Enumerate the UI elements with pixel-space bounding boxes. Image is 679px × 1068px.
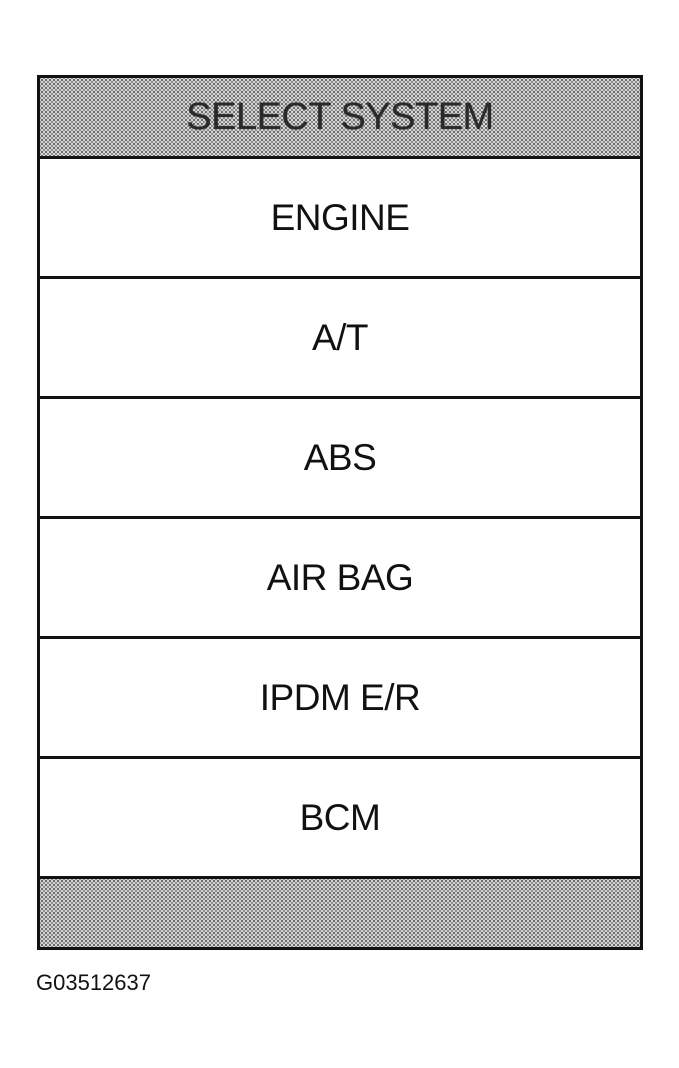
system-item-label: AIR BAG <box>266 556 414 598</box>
system-item-at[interactable]: A/T <box>40 279 640 399</box>
panel-footer <box>40 879 640 947</box>
system-item-abs[interactable]: ABS <box>40 399 640 519</box>
system-item-label: IPDM E/R <box>259 676 421 718</box>
system-item-engine[interactable]: ENGINE <box>40 159 640 279</box>
system-item-air-bag[interactable]: AIR BAG <box>40 519 640 639</box>
system-item-ipdm-er[interactable]: IPDM E/R <box>40 639 640 759</box>
system-list: ENGINE A/T ABS AIR BAG IPDM E/R BCM <box>40 159 640 879</box>
system-item-bcm[interactable]: BCM <box>40 759 640 879</box>
figure-id: G03512637 <box>36 970 151 995</box>
system-item-label: ABS <box>303 436 377 478</box>
system-item-label: BCM <box>299 796 381 838</box>
header-title: SELECT SYSTEM <box>186 95 494 138</box>
panel-header: SELECT SYSTEM <box>40 78 640 159</box>
system-item-label: A/T <box>311 316 369 358</box>
system-item-label: ENGINE <box>270 196 410 238</box>
select-system-panel: SELECT SYSTEM ENGINE A/T ABS AIR BAG IPD… <box>37 75 643 950</box>
